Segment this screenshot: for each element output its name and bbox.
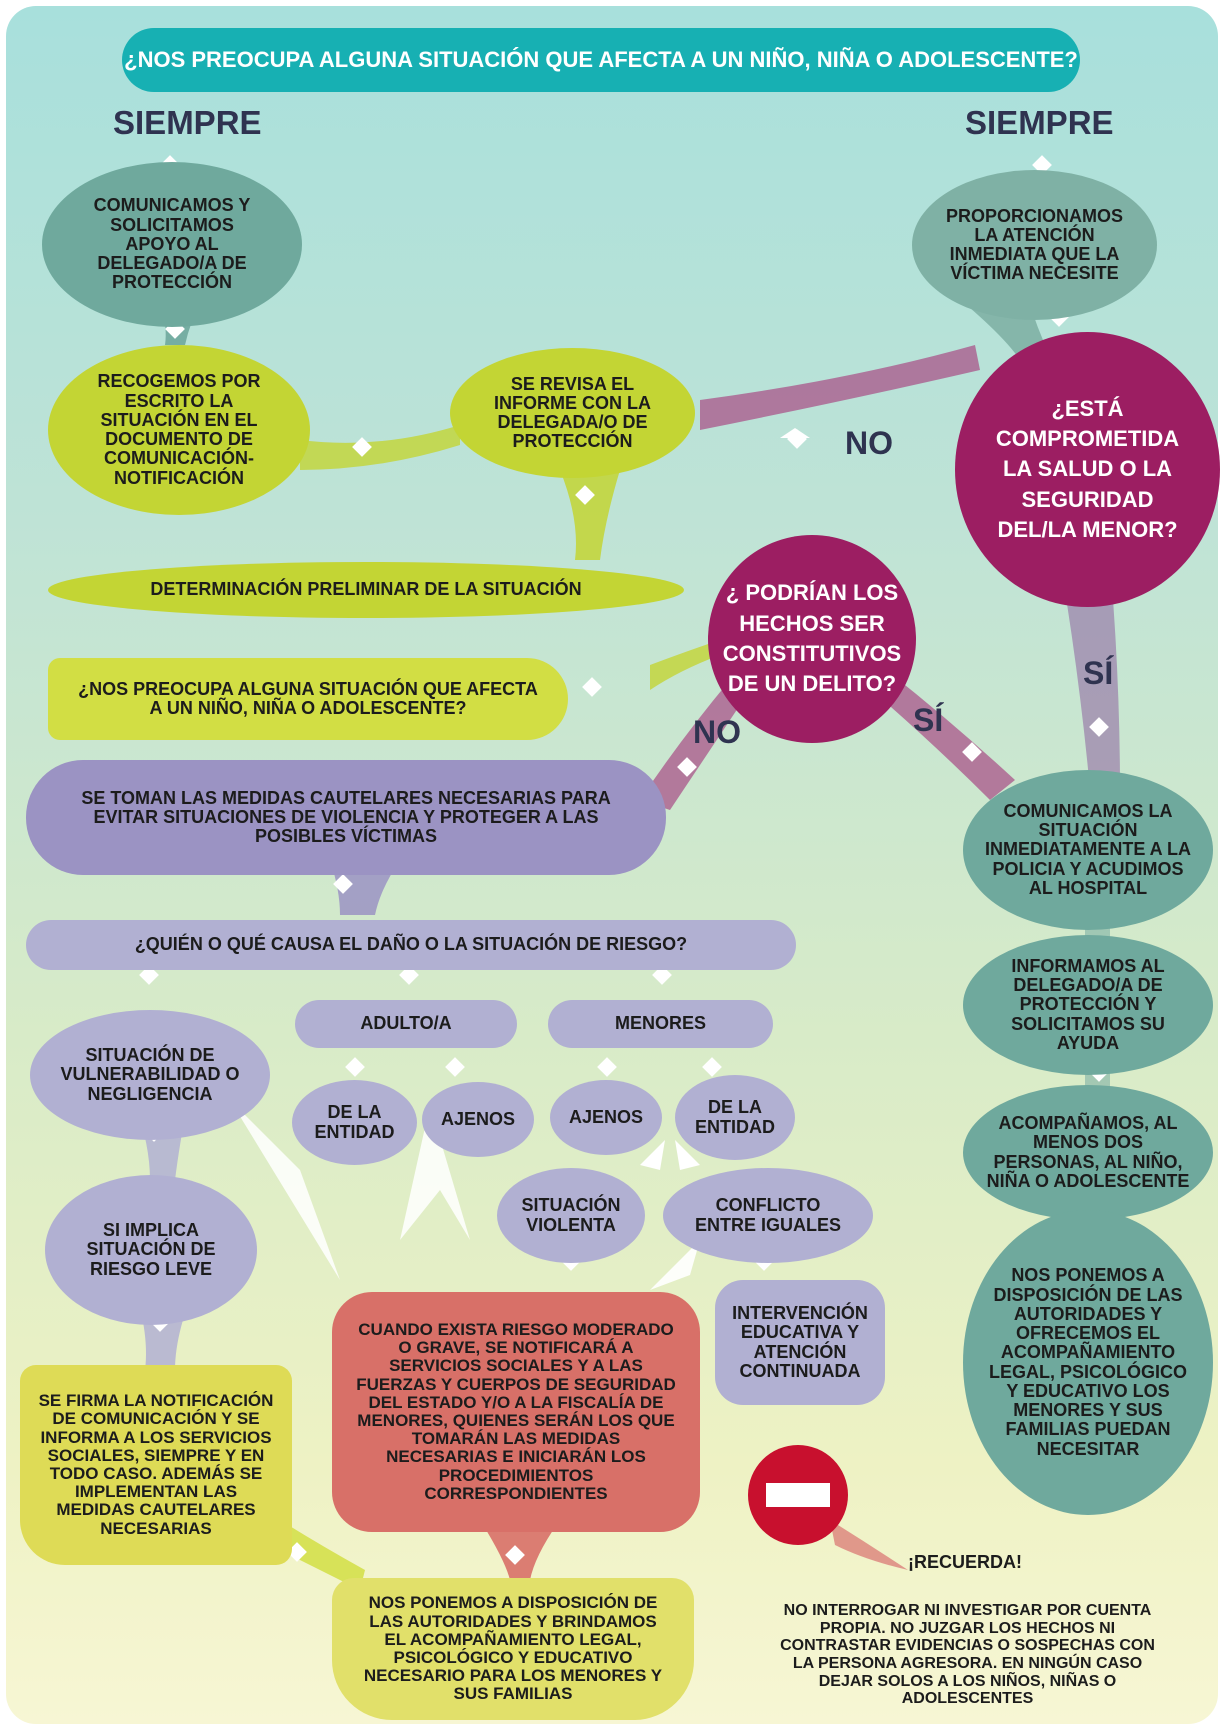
no-entry-icon <box>748 1445 848 1545</box>
node-acompanamos: ACOMPAÑAMOS, AL MENOS DOS PERSONAS, AL N… <box>963 1085 1213 1220</box>
node-preocupa-repeat: ¿NOS PREOCUPA ALGUNA SITUACIÓN QUE AFECT… <box>48 658 568 740</box>
node-riesgo-leve: SI IMPLICA SITUACIÓN DE RIESGO LEVE <box>45 1175 257 1325</box>
white-arrow-ajenos-to-grave <box>400 1105 470 1240</box>
connector-revisa-tail <box>560 470 620 560</box>
reminder-title: ¡RECUERDA! <box>908 1552 1022 1573</box>
node-riesgo-moderado-grave: CUANDO EXISTA RIESGO MODERADO O GRAVE, S… <box>332 1292 700 1532</box>
node-intervencion-educativa: INTERVENCIÓN EDUCATIVA Y ATENCIÓN CONTIN… <box>715 1280 885 1405</box>
node-situacion-violenta: SITUACIÓN VIOLENTA <box>497 1168 645 1263</box>
label-si-salud: SÍ <box>1083 655 1114 691</box>
reminder-text: NO INTERROGAR NI INVESTIGAR POR CUENTA P… <box>780 1602 1155 1708</box>
connector-salud-no-branch <box>700 345 980 430</box>
no-entry-bar <box>766 1483 830 1507</box>
connector-salud-si-branch <box>1060 560 1120 790</box>
white-arrow-cross-right <box>675 1140 700 1170</box>
node-comunicamos-delegado: COMUNICAMOS Y SOLICITAMOS APOYO AL DELEG… <box>42 162 302 327</box>
node-menores-ajenos: AJENOS <box>550 1080 662 1155</box>
node-adulto: ADULTO/A <box>295 1000 517 1048</box>
node-revisa-informe: SE REVISA EL INFORME CON LA DELEGADA/O D… <box>450 348 695 478</box>
title-text: ¿NOS PREOCUPA ALGUNA SITUACIÓN QUE AFECT… <box>124 47 1078 73</box>
node-conflicto-entre-iguales: CONFLICTO ENTRE IGUALES <box>663 1168 873 1263</box>
white-arrow-cross-left <box>640 1140 665 1170</box>
node-atencion-inmediata: PROPORCIONAMOS LA ATENCIÓN INMEDIATA QUE… <box>912 170 1157 320</box>
label-siempre-left: SIEMPRE <box>113 104 262 141</box>
node-firma-notificacion: SE FIRMA LA NOTIFICACIÓN DE COMUNICACIÓN… <box>20 1365 292 1565</box>
label-siempre-right: SIEMPRE <box>965 104 1114 141</box>
reminder-pointer <box>830 1520 908 1570</box>
label-no-delito: NO <box>693 714 741 750</box>
node-adulto-ajenos: AJENOS <box>422 1082 534 1157</box>
node-determinacion-preliminar: DETERMINACIÓN PRELIMINAR DE LA SITUACIÓN <box>48 562 684 618</box>
node-delito-question: ¿ PODRÍAN LOS HECHOS SER CONSTITUTIVOS D… <box>708 535 916 743</box>
white-arrow-conflicto-to-grave <box>650 1240 700 1290</box>
white-arrow-vuln-to-grave <box>230 1100 340 1280</box>
connector-delito-to-preocupa2 <box>650 640 720 690</box>
node-medidas-cautelares: SE TOMAN LAS MEDIDAS CAUTELARES NECESARI… <box>26 760 666 875</box>
node-quien-causa-dano: ¿QUIÉN O QUÉ CAUSA EL DAÑO O LA SITUACIÓ… <box>26 920 796 970</box>
node-recogemos-por-escrito: RECOGEMOS POR ESCRITO LA SITUACIÓN EN EL… <box>48 345 310 515</box>
node-adulto-de-la-entidad: DE LA ENTIDAD <box>292 1080 417 1165</box>
connector-delito-si-branch <box>860 665 1015 800</box>
node-salud-seguridad-question: ¿ESTÁ COMPROMETIDA LA SALUD O LA SEGURID… <box>955 332 1220 607</box>
node-disposicion-autoridades-right: NOS PONEMOS A DISPOSICIÓN DE LAS AUTORID… <box>963 1210 1213 1515</box>
node-menores-de-la-entidad: DE LA ENTIDAD <box>675 1075 795 1160</box>
label-si-delito: SÍ <box>913 702 944 738</box>
node-menores: MENORES <box>548 1000 773 1048</box>
node-vulnerabilidad-negligencia: SITUACIÓN DE VULNERABILIDAD O NEGLIGENCI… <box>30 1010 270 1140</box>
label-no-salud: NO <box>845 425 893 461</box>
title-banner: ¿NOS PREOCUPA ALGUNA SITUACIÓN QUE AFECT… <box>122 28 1080 92</box>
connector-delito-no-branch <box>640 680 750 810</box>
node-comunicamos-policia: COMUNICAMOS LA SITUACIÓN INMEDIATAMENTE … <box>963 770 1213 930</box>
node-informamos-delegado: INFORMAMOS AL DELEGADO/A DE PROTECCIÓN Y… <box>963 935 1213 1075</box>
connector-recogemos-to-revisa <box>300 425 460 470</box>
node-disposicion-autoridades-bottom: NOS PONEMOS A DISPOSICIÓN DE LAS AUTORID… <box>332 1578 694 1720</box>
